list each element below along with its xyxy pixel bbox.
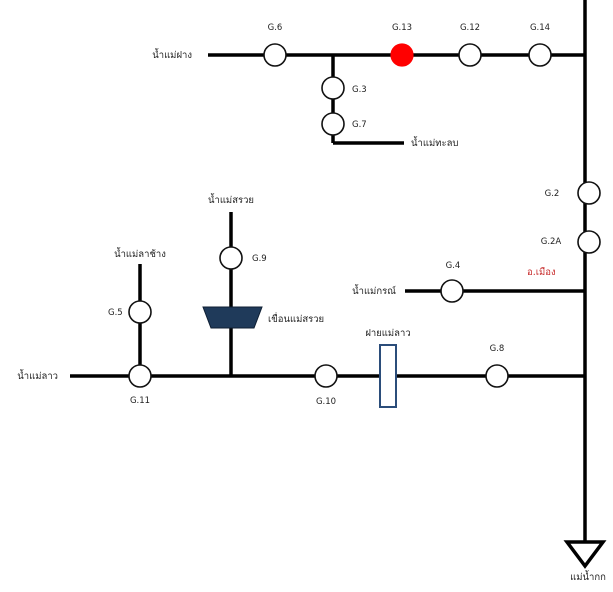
station-g14-label: G.14 <box>530 23 550 33</box>
station-g7[interactable] <box>321 112 345 136</box>
station-g9-label: G.9 <box>252 254 267 264</box>
weir-icon <box>379 344 397 408</box>
station-g12-label: G.12 <box>460 23 480 33</box>
station-g2a[interactable] <box>577 230 601 254</box>
river-label-mae-takhop: น้ำแม่ทะลบ <box>411 136 458 149</box>
station-g6[interactable] <box>263 43 287 67</box>
station-g5-label: G.5 <box>108 308 123 318</box>
station-g8[interactable] <box>485 364 509 388</box>
station-g8-label: G.8 <box>490 344 505 354</box>
station-g13-label: G.13 <box>392 23 412 33</box>
station-g11[interactable] <box>128 364 152 388</box>
river-label-mae-suai: น้ำแม่สรวย <box>208 193 254 206</box>
station-g2a-label: G.2A <box>541 237 562 247</box>
river-label-mae-korn: น้ำแม่กรณ์ <box>352 284 396 297</box>
station-g14[interactable] <box>528 43 552 67</box>
station-g10[interactable] <box>314 364 338 388</box>
station-g5[interactable] <box>128 300 152 324</box>
station-g6-label: G.6 <box>268 23 283 33</box>
station-g3[interactable] <box>321 76 345 100</box>
river-label-mae-lao: น้ำแม่ลาว <box>17 369 58 382</box>
station-g3-label: G.3 <box>352 85 367 95</box>
station-g9[interactable] <box>219 246 243 270</box>
station-g2[interactable] <box>577 181 601 205</box>
station-g4-label: G.4 <box>446 261 461 271</box>
station-g11-label: G.11 <box>130 396 150 406</box>
dam-label: เขื่อนแม่สรวย <box>268 312 324 325</box>
river-label-mae-lao-chang: น้ำแม่ลาช้าง <box>114 247 166 260</box>
station-g4[interactable] <box>440 279 464 303</box>
flow-direction-arrow <box>563 540 607 569</box>
station-g7-label: G.7 <box>352 120 367 130</box>
station-g13[interactable] <box>390 43 414 67</box>
station-g12[interactable] <box>458 43 482 67</box>
river-label-mae-pan: น้ำแม่ฝาง <box>152 48 192 61</box>
station-g10-label: G.10 <box>316 397 336 407</box>
district-label: อ.เมือง <box>527 267 556 278</box>
river-label-mae-kok: แม่น้ำกก <box>570 570 606 583</box>
station-g2-label: G.2 <box>545 189 560 199</box>
weir-label: ฝายแม่ลาว <box>365 328 410 339</box>
dam-icon <box>202 306 263 329</box>
